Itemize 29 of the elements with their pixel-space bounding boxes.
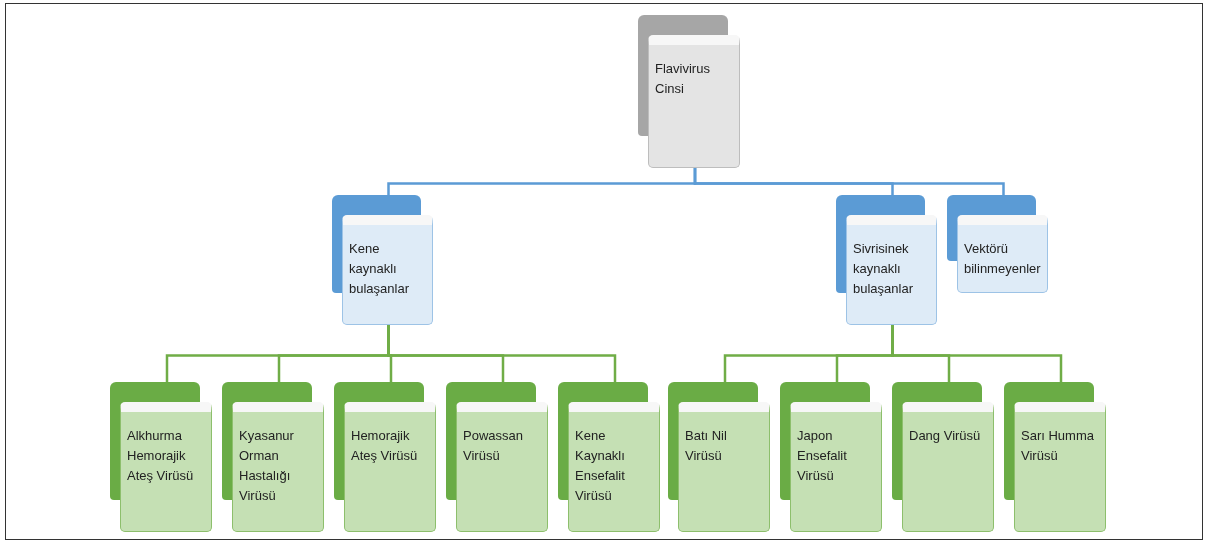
node-text: Hemorajik Ateş Virüsü — [351, 427, 419, 465]
folder-card — [332, 195, 433, 325]
node-text: Kyasanur Orman Hastalığı Virüsü — [239, 427, 295, 505]
folder-card — [638, 15, 740, 168]
folder-card — [892, 382, 994, 532]
node-text: Dang Virüsü — [909, 427, 982, 445]
folder-card — [334, 382, 436, 532]
folder-card — [1004, 382, 1106, 532]
connector-line — [693, 168, 1005, 195]
node-text: Alkhurma Hemorajik Ateş Virüsü — [127, 427, 195, 485]
folder-card — [780, 382, 882, 532]
folder-card — [110, 382, 212, 532]
node-text: Sivrisinek kaynaklı bulaşanlar — [853, 240, 914, 298]
node-text: Kene Kaynaklı Ensefalit Virüsü — [575, 427, 626, 505]
node-text: Sarı Humma Virüsü — [1021, 427, 1095, 465]
node-text: Flavivirus Cinsi — [655, 60, 711, 98]
node-text: Batı Nil Virüsü — [685, 427, 728, 465]
node-text: Kene kaynaklı bulaşanlar — [349, 240, 410, 298]
folder-card — [446, 382, 548, 532]
connector-line — [387, 325, 617, 382]
node-text: Japon Ensefalit Virüsü — [797, 427, 848, 485]
node-text: Vektörü bilinmeyenler — [964, 240, 1041, 278]
folder-card — [947, 195, 1048, 293]
node-text: Powassan Virüsü — [463, 427, 524, 465]
folder-card — [668, 382, 770, 532]
folder-card — [836, 195, 937, 325]
connector-line — [891, 325, 1063, 382]
folder-card — [222, 382, 324, 532]
folder-card — [558, 382, 660, 532]
